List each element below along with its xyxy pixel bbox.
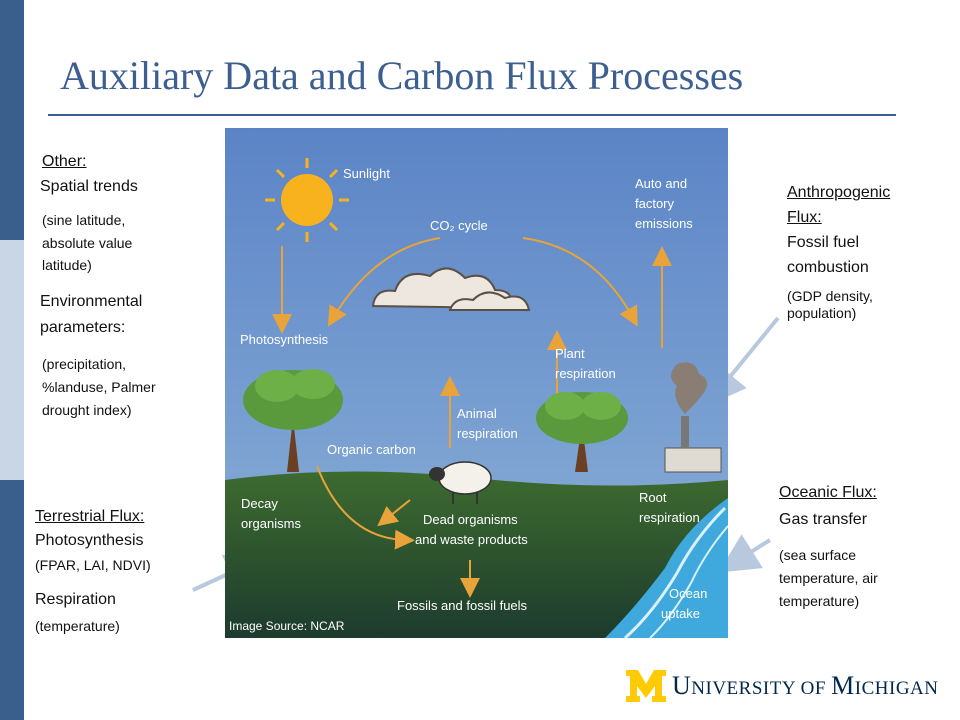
label-auto-2: factory [635,196,675,211]
spatial-detail-3: latitude) [42,257,92,273]
label-fossils: Fossils and fossil fuels [397,598,528,613]
terrestrial-respiration: Respiration [35,591,116,608]
label-decay-1: Decay [241,496,278,511]
oceanic-detail-1: (sea surface [779,547,857,563]
label-animal-resp-2: respiration [457,426,518,441]
page-title: Auxiliary Data and Carbon Flux Processes [60,53,744,98]
label-plant-resp-1: Plant [555,346,585,361]
label-sunlight: Sunlight [343,166,390,181]
image-source: Image Source: NCAR [229,619,345,633]
terrestrial-resp-detail: (temperature) [35,618,120,634]
anthropogenic-detail-2: population) [787,305,857,321]
sun-icon [265,158,349,242]
terrestrial-photosynthesis: Photosynthesis [35,532,144,549]
label-auto-3: emissions [635,216,693,231]
label-decay-2: organisms [241,516,301,531]
anthropogenic-item-2: combustion [787,259,869,276]
label-animal-resp-1: Animal [457,406,497,421]
university-logo: UNIVERSITY OF MICHIGAN [624,666,938,706]
oceanic-detail-3: temperature) [779,593,860,609]
spatial-detail-2: absolute value [42,235,133,251]
env-params-line-2: parameters: [40,319,126,336]
label-root-1: Root [639,490,667,505]
label-organic-carbon: Organic carbon [327,442,416,457]
spatial-detail-1: (sine latitude, [42,212,126,228]
oceanic-heading: Oceanic Flux: [779,484,877,501]
oceanic-arrow [718,534,772,573]
anthropogenic-item-1: Fossil fuel [787,234,860,251]
soil-layer [225,471,728,638]
label-plant-resp-2: respiration [555,366,616,381]
anthropogenic-heading-2: Flux: [787,209,822,226]
tree-icon-left [243,369,343,472]
label-ocean-1: Ocean [669,586,707,601]
label-ocean-2: uptake [661,606,700,621]
ocean [605,498,728,638]
env-detail-2: %landuse, Palmer [42,379,156,395]
label-root-2: respiration [639,510,700,525]
carbon-cycle-diagram: Sunlight CO₂ cycle Auto and factory emis… [225,128,728,638]
other-heading: Other: [42,153,87,170]
cloud-icon [371,267,531,311]
env-params-line-1: Environmental [40,293,143,310]
label-dead-2: and waste products [415,532,528,547]
sheep-icon [429,461,492,504]
anthropogenic-detail-1: (GDP density, [787,288,873,304]
label-photosynthesis: Photosynthesis [240,332,329,347]
label-co2-cycle: CO₂ cycle [430,218,488,233]
tree-icon-right [536,392,628,472]
title-rule [48,114,896,116]
anthropogenic-heading-1: Anthropogenic [787,184,891,201]
label-dead-1: Dead organisms [423,512,518,527]
factory-icon [664,362,722,473]
side-band [0,0,24,720]
block-m-icon [626,670,666,702]
oceanic-item: Gas transfer [779,511,868,528]
label-auto-1: Auto and [635,176,687,191]
spatial-trends-label: Spatial trends [40,178,138,195]
logo-wordmark: UNIVERSITY OF MICHIGAN [672,671,939,700]
oceanic-detail-2: temperature, air [779,570,878,586]
terrestrial-heading: Terrestrial Flux: [35,508,145,525]
env-detail-3: drought index) [42,402,132,418]
env-detail-1: (precipitation, [42,356,127,372]
terrestrial-photo-detail: (FPAR, LAI, NDVI) [35,557,151,573]
